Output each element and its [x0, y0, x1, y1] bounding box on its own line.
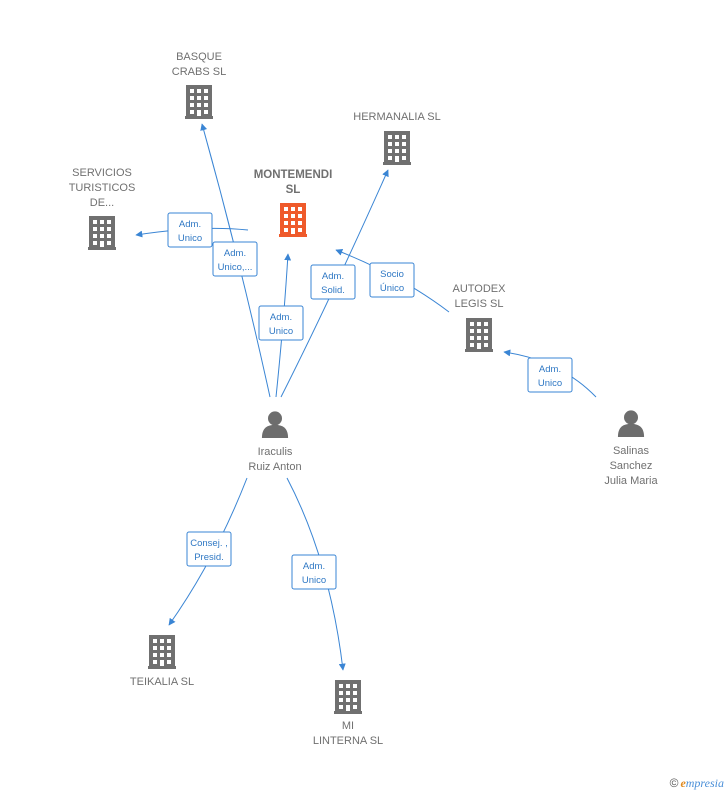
relation-badge[interactable]: Consej. , Presid. — [186, 531, 232, 567]
relation-badge-text: Adm. — [539, 364, 561, 375]
person-label: Salinas — [613, 445, 650, 457]
company-label: MI — [342, 720, 354, 732]
empresia-watermark: ©empresia — [670, 776, 724, 791]
company-node-milinterna[interactable]: MI LINTERNA SL — [313, 680, 383, 747]
building-icon — [465, 318, 493, 352]
relation-badge[interactable]: Adm. Unico — [167, 212, 213, 248]
company-label: DE... — [90, 197, 114, 209]
relation-badge[interactable]: Adm. Unico — [291, 554, 337, 590]
relation-badge-box — [212, 241, 258, 277]
relation-badge-text: Unico — [269, 326, 293, 337]
relation-badge-box — [186, 531, 232, 567]
company-label: LEGIS SL — [455, 298, 504, 310]
company-label: MONTEMENDI — [254, 169, 333, 181]
relation-badge-text: Adm. — [224, 248, 246, 259]
person-label: Julia Maria — [604, 475, 658, 487]
building-icon — [383, 131, 411, 165]
relation-badge-text: Presid. — [194, 552, 224, 563]
relation-badge-text: Adm. — [179, 219, 201, 230]
building-icon — [148, 635, 176, 669]
company-label: BASQUE — [176, 51, 222, 63]
relation-badge-box — [369, 262, 415, 298]
edges-layer — [135, 123, 597, 671]
relation-badge-text: Unico — [538, 378, 562, 389]
company-label: AUTODEX — [453, 283, 507, 295]
relation-badge-text: Unico,... — [218, 262, 253, 273]
company-label: SL — [286, 184, 301, 196]
relation-badge[interactable]: Adm. Unico — [527, 357, 573, 393]
company-node-hermanalia[interactable]: HERMANALIA SL — [353, 111, 441, 165]
badges-layer: Adm.Unico,...Adm.UnicoAdm.UnicoAdm.Solid… — [167, 212, 573, 590]
company-node-servicios[interactable]: SERVICIOS TURISTICOS DE... — [69, 167, 136, 250]
copyright-icon: © — [669, 776, 679, 790]
company-label: TURISTICOS — [69, 182, 136, 194]
company-node-autodex[interactable]: AUTODEX LEGIS SL — [453, 283, 507, 352]
company-node-teikalia[interactable]: TEIKALIA SL — [130, 635, 194, 688]
company-label: CRABS SL — [172, 66, 226, 78]
person-label: Iraculis — [258, 446, 293, 458]
relation-badge-text: Adm. — [322, 271, 344, 282]
company-label: HERMANALIA SL — [353, 111, 440, 123]
building-icon — [279, 203, 307, 237]
relation-badge-text: Único — [380, 283, 404, 294]
relation-badge-text: Adm. — [303, 561, 325, 572]
relation-badge[interactable]: Adm. Solid. — [310, 264, 356, 300]
company-node-basque[interactable]: BASQUE CRABS SL — [172, 51, 226, 119]
company-label: SERVICIOS — [72, 167, 132, 179]
company-label: TEIKALIA SL — [130, 676, 194, 688]
relation-badge-text: Unico — [178, 233, 202, 244]
company-label: LINTERNA SL — [313, 735, 383, 747]
relation-badge-text: Unico — [302, 575, 326, 586]
person-label: Sanchez — [610, 460, 653, 472]
relation-badge-text: Adm. — [270, 312, 292, 323]
relation-badge-box — [291, 554, 337, 590]
building-icon — [334, 680, 362, 714]
person-icon — [261, 411, 289, 438]
company-node-montemendi[interactable]: MONTEMENDI SL — [254, 169, 333, 237]
relation-badge-text: Consej. , — [190, 538, 228, 549]
nodes-layer: BASQUE CRABS SL HERMANALIA SL MONTEMENDI SL S… — [69, 51, 659, 747]
relation-badge-box — [167, 212, 213, 248]
building-icon — [88, 216, 116, 250]
relation-badge[interactable]: Adm. Unico — [258, 305, 304, 341]
building-icon — [185, 85, 213, 119]
relation-badge-box — [527, 357, 573, 393]
relation-badge-text: Socio — [380, 269, 404, 280]
relation-badge-box — [310, 264, 356, 300]
brand-name: mpresia — [685, 776, 724, 790]
relation-badge[interactable]: Adm. Unico,... — [212, 241, 258, 277]
relation-badge-box — [258, 305, 304, 341]
relation-badge-text: Solid. — [321, 285, 345, 296]
person-icon — [617, 410, 645, 437]
person-label: Ruiz Anton — [248, 461, 301, 473]
brand-initial: e — [680, 776, 686, 790]
